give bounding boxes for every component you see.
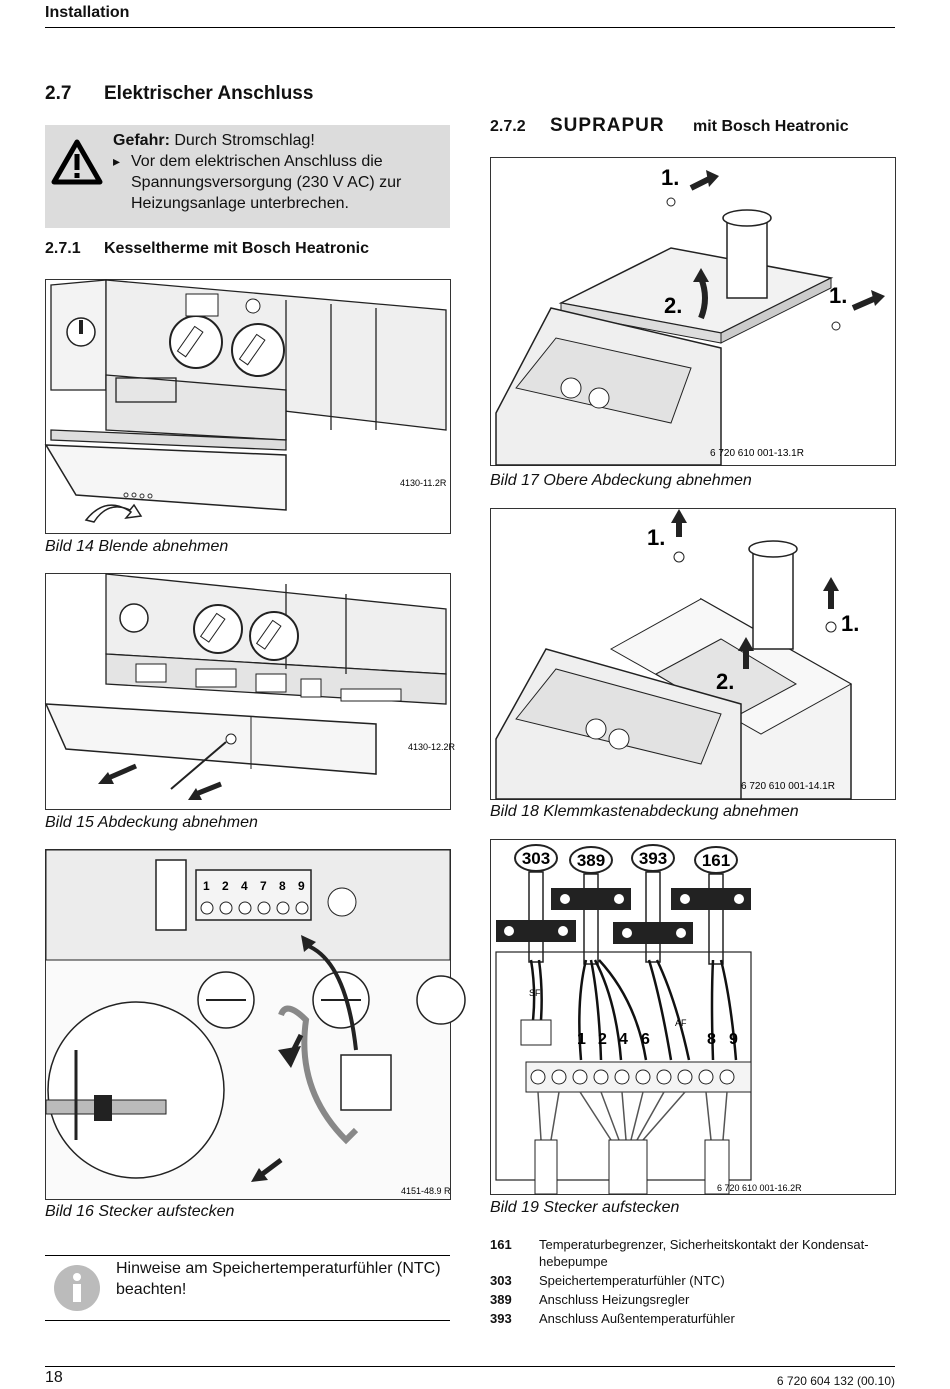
- figure-18-code: 6 720 610 001-14.1R: [741, 781, 835, 792]
- boiler-panel-illustration: 4130-11.2R: [44, 279, 447, 523]
- legend: 161 Temperaturbegrenzer, Sicherheitskonta…: [490, 1236, 895, 1329]
- f16-terminal-7: 7: [260, 879, 267, 893]
- figure-14-caption: Bild 14 Blende abnehmen: [45, 538, 229, 555]
- top-cover-illustration: 1. 2. 1. 6 720 610 001-13.1R: [495, 165, 885, 466]
- f19-terminal-6: 6: [641, 1031, 650, 1048]
- figure-14: 4130-11.2R: [44, 279, 451, 534]
- figure-15-caption: Bild 15 Abdeckung abnehmen: [45, 814, 258, 831]
- f19-terminal-2: 2: [598, 1031, 607, 1048]
- connector-389-label: 389: [577, 851, 605, 870]
- legend-key: 161: [490, 1237, 512, 1252]
- legend-text: Temperaturbegrenzer, Sicherheitskontakt …: [539, 1237, 869, 1269]
- danger-message: Durch Stromschlag!: [169, 132, 315, 149]
- f17-step-1a: 1.: [661, 165, 679, 190]
- note-bottom-rule: [45, 1320, 450, 1321]
- f18-step-2: 2.: [716, 669, 734, 694]
- legend-row: 389 Anschluss Heizungsregler: [490, 1291, 895, 1308]
- connector-plug-illustration: 1 2 4 7 8 9 4151-48.9 R: [45, 849, 466, 1199]
- figure-19-caption: Bild 19 Stecker aufstecken: [490, 1199, 680, 1216]
- document-number: 6 720 604 132 (00.10): [776, 1374, 895, 1388]
- f19-terminal-8: 8: [707, 1031, 716, 1048]
- connector-303-label: 303: [522, 849, 550, 868]
- af-label: AF: [675, 1018, 687, 1028]
- header-rule: [45, 27, 895, 28]
- figure-19: 303 389 393 161 SF AF 1 2 4 6 8: [490, 839, 896, 1195]
- terminal-box-cover-illustration: 1. 1. 2. 6 720 610 001-14.1R: [495, 509, 859, 800]
- legend-row: 393 Anschluss Außentemperaturfühler: [490, 1310, 895, 1327]
- legend-text: Anschluss Außentemperaturfühler: [539, 1311, 735, 1326]
- figure-18: 1. 1. 2. 6 720 610 001-14.1R: [490, 508, 896, 800]
- danger-bullet: Vor dem elektrischen Anschluss die Spann…: [113, 151, 431, 214]
- figure-15-code: 4130-12.2R: [408, 742, 456, 752]
- note-text: Hinweise am Speichertemperaturfühler (NT…: [116, 1260, 441, 1298]
- f16-terminal-4: 4: [241, 879, 248, 893]
- danger-box: Gefahr: Durch Stromschlag! Vor dem elekt…: [45, 125, 450, 228]
- footer-rule: [45, 1366, 895, 1367]
- info-icon: [54, 1265, 100, 1311]
- f19-terminal-4: 4: [619, 1031, 628, 1048]
- f19-terminal-1: 1: [577, 1031, 586, 1048]
- f16-terminal-1: 1: [203, 879, 210, 893]
- legend-key: 393: [490, 1311, 512, 1326]
- subsection-number-1: 2.7.1: [45, 240, 81, 257]
- f19-terminal-9: 9: [729, 1031, 738, 1048]
- f16-terminal-9: 9: [298, 879, 305, 893]
- figure-17-caption: Bild 17 Obere Abdeckung abnehmen: [490, 472, 752, 489]
- subsection-title-1: Kesseltherme mit Bosch Heatronic: [104, 240, 369, 257]
- legend-text: Anschluss Heizungsregler: [539, 1292, 690, 1307]
- figure-14-code: 4130-11.2R: [400, 478, 447, 488]
- page-number: 18: [45, 1369, 63, 1386]
- f16-terminal-2: 2: [222, 879, 229, 893]
- brand-name: SUPRAPUR: [550, 115, 665, 136]
- connector-161-label: 161: [702, 851, 730, 870]
- figure-17-code: 6 720 610 001-13.1R: [710, 448, 804, 459]
- section-number: 2.7: [45, 83, 72, 104]
- legend-key: 389: [490, 1292, 512, 1307]
- warning-triangle-icon: [51, 139, 103, 185]
- connector-393-label: 393: [639, 849, 667, 868]
- figure-16-caption: Bild 16 Stecker aufstecken: [45, 1203, 235, 1220]
- figure-19-code: 6 720 610 001-16.2R: [717, 1183, 802, 1193]
- cover-removal-illustration: 4130-12.2R: [44, 573, 456, 800]
- f17-step-1b: 1.: [829, 283, 847, 308]
- figure-17: 1. 2. 1. 6 720 610 001-13.1R: [490, 157, 896, 466]
- danger-label: Gefahr:: [113, 132, 170, 149]
- f18-step-1a: 1.: [647, 525, 665, 550]
- running-header: Installation: [45, 4, 130, 21]
- f18-step-1b: 1.: [841, 611, 859, 636]
- subsection-number-2: 2.7.2: [490, 118, 526, 135]
- f16-terminal-8: 8: [279, 879, 286, 893]
- legend-key: 303: [490, 1273, 512, 1288]
- figure-16-code: 4151-48.9 R: [401, 1186, 451, 1196]
- sf-label: SF: [529, 988, 541, 998]
- legend-row: 303 Speichertemperaturfühler (NTC): [490, 1272, 895, 1289]
- danger-text: Gefahr: Durch Stromschlag! Vor dem elekt…: [113, 130, 431, 214]
- f17-step-2: 2.: [664, 293, 682, 318]
- section-title: Elektrischer Anschluss: [104, 83, 314, 104]
- note-top-rule: [45, 1255, 450, 1256]
- subsection-title-2: mit Bosch Heatronic: [693, 118, 849, 135]
- figure-16: 1 2 4 7 8 9 4151-48.9 R: [45, 849, 466, 1200]
- figure-18-caption: Bild 18 Klemmkastenabdeckung abnehmen: [490, 803, 799, 820]
- legend-text: Speichertemperaturfühler (NTC): [539, 1273, 725, 1288]
- figure-15: 4130-12.2R: [44, 573, 456, 810]
- wiring-diagram-illustration: 303 389 393 161 SF AF 1 2 4 6 8: [495, 844, 802, 1195]
- legend-row: 161 Temperaturbegrenzer, Sicherheitskonta…: [490, 1236, 895, 1270]
